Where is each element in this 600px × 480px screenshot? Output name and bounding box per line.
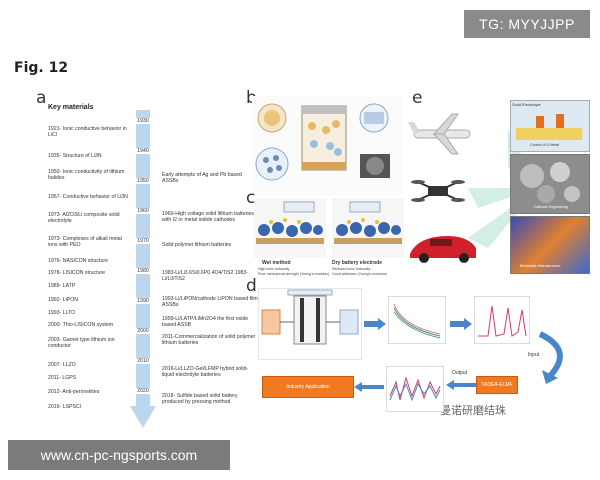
panel-b-diagram: [252, 96, 402, 196]
label-electrolyte-microstructure: Electrolyte Microstructure: [520, 264, 561, 268]
timeline-left-event: 2003- Garnet type lithium ion conductor: [48, 337, 115, 349]
figure-title: Fig. 12: [14, 60, 69, 76]
label-solid-electrolyte: Solid Electrolyte: [512, 102, 541, 107]
dry-electrode-caption: Dry battery electrode: [332, 260, 383, 266]
bottom-url-watermark: www.cn-pc-ngsports.com: [8, 440, 230, 470]
timeline-right-event: 2016-Li/LLZO-Gel/LFMP hybrid solid-liqui…: [162, 366, 249, 378]
timeline-year: 1930: [133, 118, 153, 124]
panel-label-e: e: [412, 88, 423, 108]
timeline-right-event: Solid polymer lithium batteries: [162, 242, 232, 248]
panel-label-d: d: [246, 276, 257, 296]
logo-watermark: 曼诺研磨结珠: [440, 405, 506, 417]
arrow-right-1: [364, 318, 386, 330]
timeline-left-event: 2007- LLZO: [48, 362, 76, 368]
timeline-left-event: 1973- Al2O3/Li composite solid electroly…: [48, 212, 120, 224]
timeline-year: 2000: [133, 328, 153, 334]
timeline-left-event: 2011- LGPS: [48, 375, 77, 381]
arrow-right-2: [450, 318, 472, 330]
timeline-right-event: 1993-Li/LiPON/cathode LiPON based film A…: [162, 296, 258, 308]
curved-arrow: [538, 331, 563, 384]
wet-note-2: Poor mechanical strength (Young's modulu…: [258, 272, 330, 276]
timeline-right-event: 1969-High voltage solid lithium batterie…: [162, 211, 254, 223]
timeline-year: 2020: [133, 388, 153, 394]
timeline-left-event: 1978- LISICON structure: [48, 270, 106, 276]
oscillation-plot: [474, 296, 530, 344]
panel-a-heading: Key materials: [48, 104, 94, 111]
timeline-left-event: 1992- LiPON: [48, 297, 78, 303]
timeline-left-event: 1921- Ionic conductive behavior in LiCl: [48, 126, 127, 138]
label-cathode-engineering: Cathode Engineering: [534, 205, 568, 209]
wet-method-caption: Wet method: [262, 260, 291, 266]
timeline-left-event: 1935- Structure of Li3N: [48, 153, 102, 159]
solid-electrolyte-image: [510, 100, 590, 152]
dry-note-2: Good adhesion (Young's modulus): [332, 272, 387, 276]
model-box: TADEA-ELMF: [476, 376, 518, 394]
battery-cell-diagram: [258, 288, 362, 360]
timeline-year: 1990: [133, 298, 153, 304]
timeline-left-event: 1989- LATP: [48, 283, 76, 289]
timeline-left-event: 2012- Anti-perovskites: [48, 389, 100, 395]
timeline-left-event: 1973- Complexes of alkali metal ions wit…: [48, 236, 122, 248]
timeline-year: 1940: [133, 148, 153, 154]
dry-note-1: Reduced ionic tortuosity: [332, 267, 371, 271]
timeline-right-event: Early attempts of Ag and Pb based ASSBs: [162, 172, 242, 184]
cathode-micrograph: [520, 162, 580, 203]
timeline-left-event: 2000- Thio-LISICON system: [48, 322, 114, 328]
car-icon: [410, 236, 476, 263]
li-metal-diagram: [516, 114, 582, 140]
timeline-right-event: 1983-Li/Li3.6Si0.6P0.4O4/TiS2 1983-Li/Li…: [162, 270, 249, 282]
timeline-left-event: 1976- NASICON structure: [48, 258, 108, 264]
timeline-left-event: 1957- Conductive behavior of Li3N: [48, 194, 128, 200]
timeline-year: 1970: [133, 238, 153, 244]
arrow-left-2: [354, 382, 384, 392]
airplane-icon: [408, 113, 471, 155]
output-label: Output: [452, 370, 468, 376]
timeline-year: 1950: [133, 178, 153, 184]
timeline-right-event: 1999-Li/LATP/LiMn2O4 the first oxide bas…: [162, 316, 249, 328]
panel-c-electrodes: [254, 198, 404, 258]
prediction-plot: [386, 366, 444, 412]
wet-note-1: High ionic tortuosity: [258, 267, 290, 271]
top-watermark: TG: MYYJJPP: [464, 10, 590, 38]
timeline-right-event: 2011-Commercialization of solid polymer …: [162, 334, 256, 346]
arrow-left-1: [446, 380, 476, 390]
timeline-left-event: 1950- Ionic conductivity of lithium hali…: [48, 169, 125, 181]
panel-label-b: b: [246, 88, 257, 108]
timeline-left-event: 2016- LSPSCl: [48, 404, 81, 410]
electrolyte-microstructure-image: [510, 216, 590, 274]
timeline-year: 1960: [133, 208, 153, 214]
panel-label-c: c: [246, 188, 256, 208]
label-control-li: Control of Li Metal: [530, 143, 560, 147]
industry-application-box: Industry Application: [262, 376, 354, 398]
timeline-year: 1980: [133, 268, 153, 274]
decay-plot: [388, 296, 446, 344]
panel-label-a: a: [36, 88, 47, 108]
timeline-left-event: 1993- LLTO: [48, 310, 76, 316]
timeline-right-event: 2018- Sulfide based solid battery produc…: [162, 393, 238, 405]
timeline-year: 2010: [133, 358, 153, 364]
drone-icon: [411, 180, 465, 202]
input-label: Input: [528, 352, 540, 358]
